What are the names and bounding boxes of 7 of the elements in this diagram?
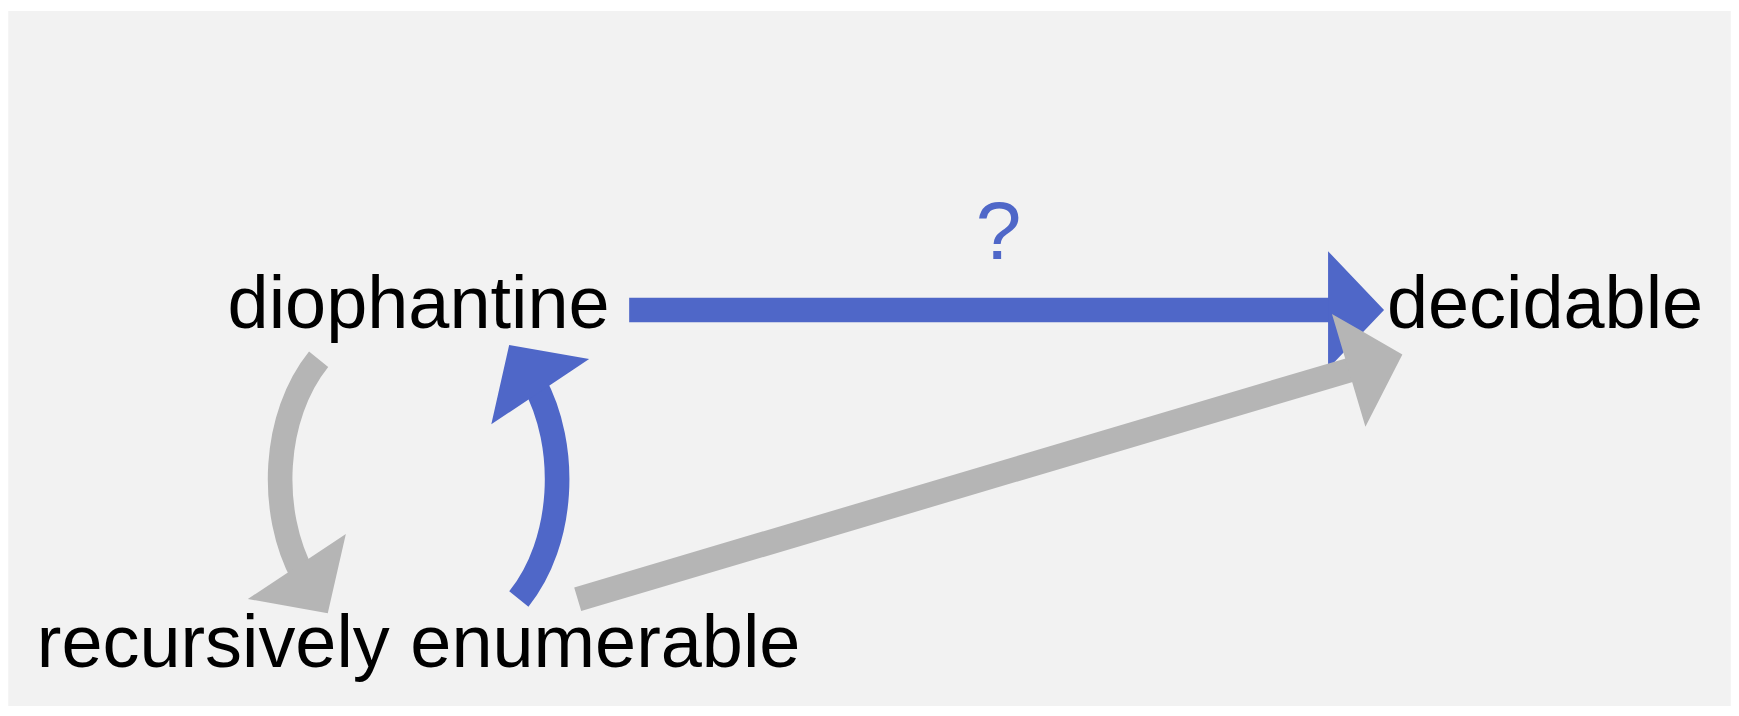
node-text: diophantine [227, 260, 610, 344]
node-text: decidable [1386, 260, 1704, 344]
arrow [491, 344, 590, 606]
arrow [574, 313, 1403, 611]
arrow [247, 351, 346, 613]
node-text: recursively enumerable [36, 599, 801, 683]
edge-label: ? [975, 184, 1022, 276]
